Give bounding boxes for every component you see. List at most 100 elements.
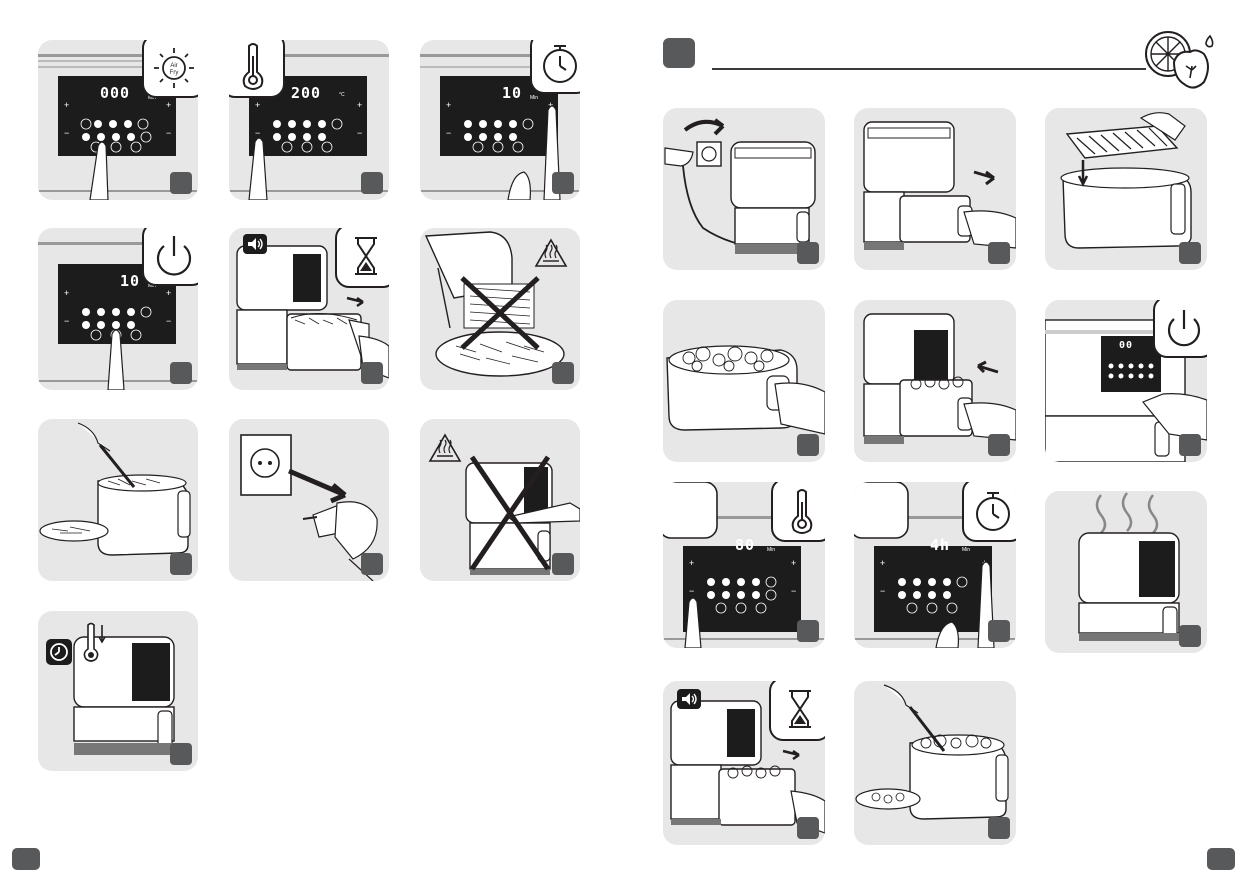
section-rule <box>712 68 1146 70</box>
section-number-box <box>663 38 695 68</box>
display-value: 80 <box>735 536 756 554</box>
step-number-box <box>797 434 819 456</box>
air-fryer-illustration <box>670 700 825 834</box>
step-panel-set-temperature: + − + − 80 Min <box>663 482 825 648</box>
display-unit: Min <box>148 95 157 101</box>
hot-surface-icon <box>428 433 462 462</box>
air-fry-label-top: Air <box>170 63 177 69</box>
hourglass-icon <box>355 237 377 275</box>
svg-text:+: + <box>255 100 260 110</box>
step-number-box <box>361 172 383 194</box>
timer-icon <box>976 492 1010 531</box>
air-fryer-illustration <box>73 636 175 755</box>
hourglass-icon <box>789 690 811 728</box>
step-panel-temperature: + − + − 200 °C <box>229 40 389 200</box>
page-number-box <box>1207 848 1235 870</box>
display-value: 10 <box>502 84 523 102</box>
air-fry-label-bottom: Fry <box>170 70 179 76</box>
control-panel-illustration: + − + − <box>854 482 1016 648</box>
svg-text:+: + <box>357 100 362 110</box>
svg-text:−: − <box>64 128 69 138</box>
step-panel-no-touch <box>420 419 580 581</box>
svg-text:+: + <box>791 558 796 568</box>
svg-text:+: + <box>880 558 885 568</box>
display-unit: °C <box>339 92 345 98</box>
grill-insert-illustration <box>1060 112 1192 249</box>
power-icon <box>156 236 192 276</box>
step-panel-insert-grill <box>1045 108 1207 270</box>
svg-text:+: + <box>548 100 553 110</box>
sound-badge <box>677 689 701 709</box>
svg-text:−: − <box>357 128 362 138</box>
step-panel-cooking-in-progress <box>1045 491 1207 653</box>
serving-illustration <box>855 684 1009 820</box>
step-number-box <box>552 553 574 575</box>
thermometer-icon-box <box>771 482 825 542</box>
step-number-box <box>1179 242 1201 264</box>
power-icon <box>1167 310 1201 347</box>
display-unit: Min <box>148 283 157 289</box>
step-panel-air-fry: + − + − 000 Min Air Fry <box>38 40 198 200</box>
svg-text:−: − <box>166 128 171 138</box>
air-fryer-illustration <box>863 313 1016 444</box>
air-fryer-illustration <box>1078 492 1180 641</box>
air-fry-icon-box: Air Fry <box>142 40 198 98</box>
step-number-box <box>797 242 819 264</box>
step-panel-cool-down <box>38 611 198 771</box>
thermometer-down-icon <box>83 622 106 662</box>
svg-text:−: − <box>64 316 69 326</box>
unplug-illustration <box>240 434 378 581</box>
thermometer-icon <box>791 489 813 534</box>
step-panel-plug-in <box>663 108 825 270</box>
timer-icon-box <box>962 482 1016 542</box>
step-panel-serve-vegetables <box>854 681 1016 845</box>
timer-icon-box <box>530 40 580 94</box>
step-number-box <box>797 620 819 642</box>
hot-surface-icon-box <box>534 238 568 268</box>
hot-surface-icon <box>534 238 568 267</box>
step-number-box <box>170 743 192 765</box>
svg-text:−: − <box>880 586 885 596</box>
step-number-box <box>988 434 1010 456</box>
hourglass-icon-box <box>335 228 389 288</box>
step-number-box <box>988 817 1010 839</box>
step-number-box <box>552 172 574 194</box>
thermometer-icon <box>242 43 264 90</box>
svg-text:−: − <box>791 586 796 596</box>
step-panel-unplug <box>229 419 389 581</box>
svg-text:+: + <box>64 288 69 298</box>
power-icon-box <box>142 228 198 286</box>
svg-text:+: + <box>64 100 69 110</box>
left-page: + − + − 000 Min Air Fry <box>0 0 620 884</box>
cooling-badge <box>46 639 72 665</box>
step-panel-power-on: 00 <box>1045 300 1207 462</box>
step-panel-serve <box>38 419 198 581</box>
step-number-box <box>1179 625 1201 647</box>
svg-text:−: − <box>446 128 451 138</box>
display-value: 10 <box>120 272 141 290</box>
step-panel-pull-basket <box>854 108 1016 270</box>
sound-badge <box>243 234 267 254</box>
step-number-box <box>552 362 574 384</box>
step-number-box <box>1179 434 1201 456</box>
control-panel-illustration: + − + − <box>663 482 825 648</box>
basket-illustration <box>666 345 825 435</box>
thermometer-icon-box <box>229 40 285 98</box>
air-fryer-illustration <box>465 455 580 575</box>
step-panel-set-time: + − + − 4h Min <box>854 482 1016 648</box>
basket-illustration <box>424 231 565 377</box>
svg-text:+: + <box>446 100 451 110</box>
step-panel-fill-basket <box>663 300 825 462</box>
sound-icon <box>682 693 697 705</box>
display-value: 4h <box>930 536 951 554</box>
step-number-box <box>797 817 819 839</box>
svg-text:−: − <box>689 586 694 596</box>
display-value: 00 <box>1119 340 1134 351</box>
hourglass-icon-box <box>769 681 825 741</box>
display-unit: Min <box>962 547 971 553</box>
plug-in-illustration <box>664 118 816 254</box>
step-number-box <box>988 620 1010 642</box>
fruit-vegetable-icon <box>1145 31 1214 89</box>
sound-icon <box>248 238 263 250</box>
step-number-box <box>170 553 192 575</box>
